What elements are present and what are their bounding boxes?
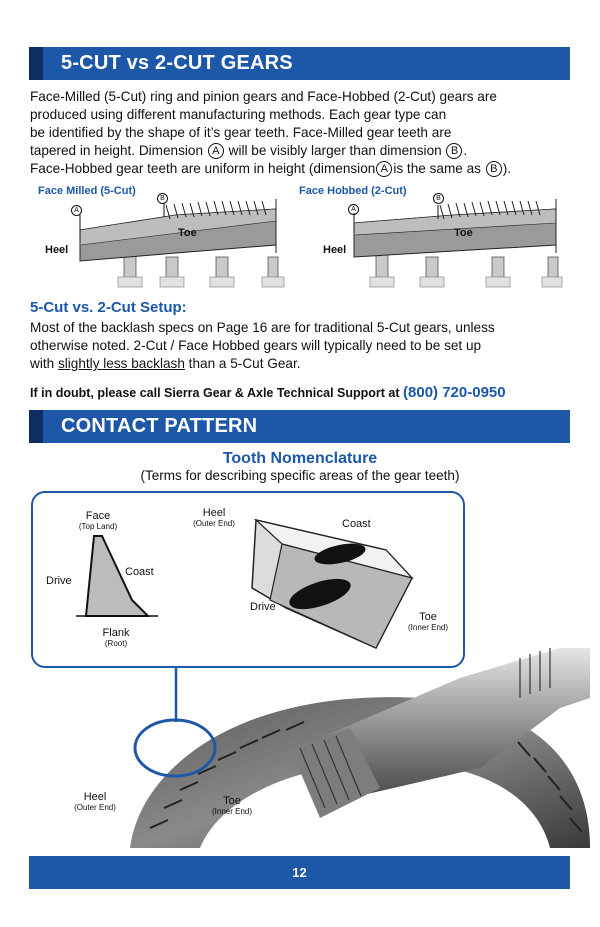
text-span: with [30,356,58,371]
nomenclature-title: Tooth Nomenclature [222,450,378,467]
dimension-b-marker: B [485,161,502,178]
text-span: tapered in height. Dimension [30,143,204,158]
face-milled-title: Face Milled (5-Cut) [38,185,136,197]
label-sub: (Inner End) [407,623,449,632]
label-sub: (Root) [104,639,128,648]
coast-label: Coast [342,518,371,530]
tooth-profile-diagram [76,535,158,617]
setup-line: Most of the backlash specs on Page 16 ar… [30,320,495,335]
section-title: 5-CUT vs 2-CUT GEARS [61,52,293,74]
banner-accent [29,410,43,443]
drive-label: Drive [46,575,72,587]
heel-label: Heel (Outer End) [184,507,244,528]
callout-connector [133,666,217,778]
text-span: Face-Hobbed gear teeth are uniform in he… [30,161,376,176]
face-hobbed-diagram [353,199,563,288]
label-sub: (Top Land) [78,522,118,531]
label-sub: (Inner End) [211,807,253,816]
setup-line: with slightly less backlash than a 5-Cut… [30,355,570,373]
banner-accent [29,47,43,80]
dim-a-label: A [71,205,82,216]
label-text: Toe [419,611,437,623]
face-label: Face (Top Land) [68,510,128,531]
label-sub: (Outer End) [193,519,235,528]
text-span: than a 5-Cut Gear. [184,356,301,371]
label-text: Flank [102,627,130,639]
support-phone: (800) 720-0950 [403,384,506,401]
setup-line: otherwise noted. 2-Cut / Face Hobbed gea… [30,338,482,353]
label-text: Heel [202,507,226,519]
dimension-a-marker: A [207,143,224,160]
label-text: Heel [83,791,107,803]
heel-label: Heel [323,244,347,256]
dimension-a-marker: A [376,161,393,178]
label-text: Face [85,510,111,522]
toe-label: Toe [178,227,197,239]
section-banner-contact: CONTACT PATTERN [29,410,570,443]
toe-label: Toe [454,227,473,239]
face-milled-diagram [79,199,285,288]
setup-heading: 5-Cut vs. 2-Cut Setup: [30,299,187,316]
intro-paragraph: Face-Milled (5-Cut) ring and pinion gear… [30,88,570,178]
page-footer: 12 [29,856,570,889]
text-span: . [463,143,468,158]
support-text: If in doubt, please call Sierra Gear & A… [30,386,400,400]
intro-line: Face-Hobbed gear teeth are uniform in he… [30,160,570,178]
text-span: is the same as [393,161,481,176]
intro-line: be identified by the shape of it’s gear … [30,125,452,140]
ring-pinion-photo [130,648,590,848]
nomenclature-caption: (Terms for describing specific areas of … [140,468,460,483]
face-hobbed-title: Face Hobbed (2-Cut) [299,185,407,197]
intro-line: tapered in height. Dimension A will be v… [30,142,570,160]
section-title: CONTACT PATTERN [61,415,258,437]
highlight-circle [133,718,217,778]
dimension-b-marker: B [446,143,463,160]
coast-label: Coast [125,566,154,578]
toe-label: Toe (Inner End) [398,611,458,632]
intro-line: produced using different manufacturing m… [30,107,447,122]
underlined-text: slightly less backlash [57,356,185,371]
page-number: 12 [292,865,307,880]
text-span: will be visibly larger than dimension [228,143,442,158]
label-sub: (Outer End) [74,803,116,812]
label-text: Toe [223,795,241,807]
text-span: ). [502,161,512,176]
photo-heel-label: Heel (Outer End) [65,791,125,812]
photo-toe-label: Toe (Inner End) [202,795,262,816]
heel-label: Heel [45,244,69,256]
drive-label: Drive [250,601,276,613]
support-line: If in doubt, please call Sierra Gear & A… [30,384,575,401]
section-banner-5cut: 5-CUT vs 2-CUT GEARS [29,47,570,80]
dim-b-label: B [433,193,444,204]
flank-label: Flank (Root) [86,627,146,648]
setup-paragraph: Most of the backlash specs on Page 16 ar… [30,319,570,373]
dim-b-label: B [157,193,168,204]
tooth-3d-diagram [251,518,414,649]
intro-line: Face-Milled (5-Cut) ring and pinion gear… [30,89,497,104]
dim-a-label: A [348,204,359,215]
